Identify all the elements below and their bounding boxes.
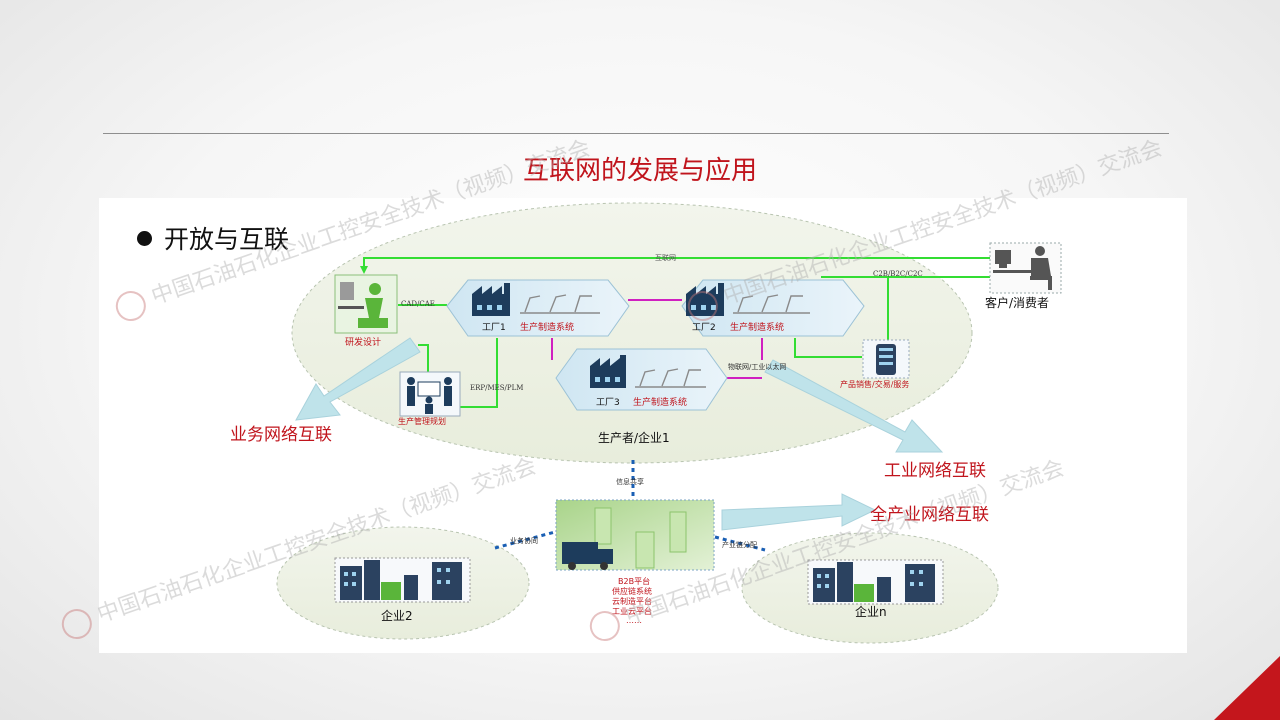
rd-icon [334,274,398,334]
bullet-text: 开放与互联 [164,225,290,254]
server-icon [862,339,910,379]
platform-item: 工业云平台 [612,606,652,616]
chain-label: 产业链分配 [722,540,757,549]
internet-label: 互联网 [655,253,676,262]
blue-links [494,460,766,552]
c2b-label: C2B/B2C/C2C [873,270,923,278]
info-share-label: 信息共享 [616,477,644,486]
customer-icon [989,242,1062,294]
callout-arrows [295,337,944,531]
factory1-label: 工厂1 [482,322,506,333]
slide-title: 互联网的发展与应用 [522,156,757,186]
business-network-callout: 业务网络互联 [230,425,332,445]
factory3-label: 工厂3 [596,397,620,408]
rd-label: 研发设计 [345,336,381,348]
factory2-hex [681,279,865,337]
iot-label: 物联网/工业以太网 [728,362,786,371]
factory1-hex [446,279,630,337]
enterpriseN-buildings-icon [807,559,944,605]
platform-hub-icon [555,499,715,571]
biz-collab-label: 业务协同 [510,536,538,545]
platform-item: B2B平台 [618,576,650,586]
full-industry-callout: 全产业网络互联 [870,505,989,525]
enterprise2-buildings-icon [334,557,471,603]
header-rule [103,133,1169,134]
corner-accent [1214,656,1280,720]
factory3-system-label: 生产制造系统 [633,396,687,408]
erp-label: ERP/MES/PLM [470,384,523,392]
factory1-system-label: 生产制造系统 [520,321,574,333]
enterpriseN-label: 企业n [855,604,887,619]
producer-label: 生产者/企业1 [598,430,670,445]
platform-item: 供应链系统 [612,586,652,596]
link-arrow [360,266,368,274]
sales-label: 产品销售/交易/服务 [840,379,909,389]
magenta-links [551,299,763,379]
prod-mgmt-label: 生产管理规划 [398,416,446,426]
bullet-icon [137,230,152,246]
factory2-label: 工厂2 [692,322,716,333]
customer-label: 客户/消费者 [985,295,1049,310]
factory2-system-label: 生产制造系统 [730,321,784,333]
bullet-point: 开放与互联 [137,220,289,256]
platform-item: 云制造平台 [612,596,652,606]
factory3-hex [555,348,728,411]
cad-label: CAD/CAE [401,300,435,308]
producer-ellipse [291,202,973,464]
production-management-icon [399,371,461,417]
enterprise2-label: 企业2 [381,608,413,623]
platform-item: …… [626,616,642,625]
industrial-network-callout: 工业网络互联 [884,461,986,481]
